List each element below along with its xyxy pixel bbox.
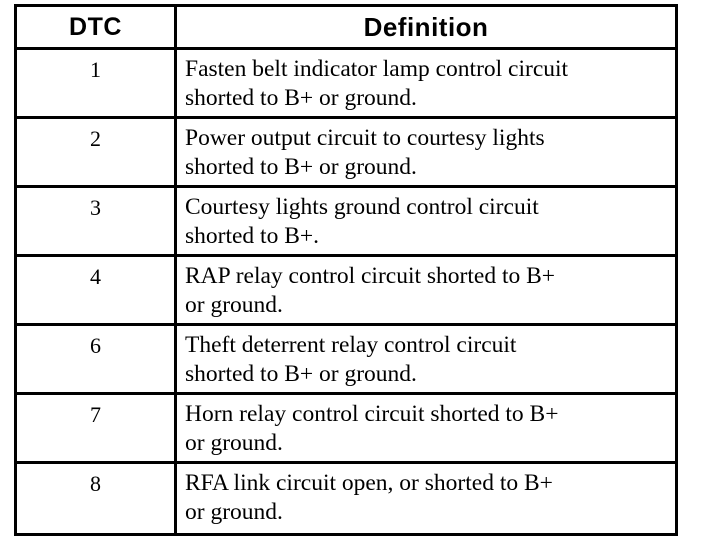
dtc-code-value: 1 <box>90 57 101 82</box>
dtc-definition-text: Courtesy lights ground control circuit s… <box>185 194 539 249</box>
table-body: 1 Fasten belt indicator lamp control cir… <box>14 47 678 536</box>
dtc-definition-cell: RAP relay control circuit shorted to B+ … <box>174 254 678 326</box>
dtc-definition-text: Power output circuit to courtesy lights … <box>185 125 545 180</box>
dtc-code-value: 8 <box>90 471 101 496</box>
dtc-definition-table: DTC Definition 1 Fasten belt indicator l… <box>14 4 678 536</box>
dtc-code-cell: 7 <box>14 392 177 464</box>
dtc-code-cell: 4 <box>14 254 177 326</box>
column-header-dtc-label: DTC <box>69 13 122 41</box>
dtc-definition-text: Fasten belt indicator lamp control circu… <box>185 56 569 111</box>
dtc-definition-text: RFA link circuit open, or shorted to B+ … <box>185 470 553 525</box>
table-header-row: DTC Definition <box>14 4 678 50</box>
dtc-code-cell: 2 <box>14 116 177 188</box>
dtc-definition-cell: RFA link circuit open, or shorted to B+ … <box>174 461 678 536</box>
table-row: 1 Fasten belt indicator lamp control cir… <box>14 47 678 119</box>
table-row: 2 Power output circuit to courtesy light… <box>14 116 678 188</box>
table-row: 4 RAP relay control circuit shorted to B… <box>14 254 678 326</box>
dtc-definition-cell: Horn relay control circuit shorted to B+… <box>174 392 678 464</box>
dtc-code-value: 2 <box>90 126 101 151</box>
dtc-code-value: 3 <box>90 195 101 220</box>
dtc-definition-text: Theft deterrent relay control circuit sh… <box>185 332 517 387</box>
table-row: 6 Theft deterrent relay control circuit … <box>14 323 678 395</box>
dtc-code-value: 4 <box>90 264 101 289</box>
dtc-code-value: 7 <box>90 402 101 427</box>
table-header: DTC Definition <box>14 4 678 50</box>
dtc-code-cell: 3 <box>14 185 177 257</box>
dtc-code-cell: 6 <box>14 323 177 395</box>
table-row: 3 Courtesy lights ground control circuit… <box>14 185 678 257</box>
dtc-definition-cell: Power output circuit to courtesy lights … <box>174 116 678 188</box>
table-row: 7 Horn relay control circuit shorted to … <box>14 392 678 464</box>
dtc-definition-text: RAP relay control circuit shorted to B+ … <box>185 263 556 318</box>
dtc-code-cell: 8 <box>14 461 177 536</box>
column-header-dtc: DTC <box>14 4 177 50</box>
dtc-definition-cell: Theft deterrent relay control circuit sh… <box>174 323 678 395</box>
dtc-code-cell: 1 <box>14 47 177 119</box>
column-header-definition: Definition <box>174 4 678 50</box>
dtc-definition-cell: Fasten belt indicator lamp control circu… <box>174 47 678 119</box>
dtc-definition-cell: Courtesy lights ground control circuit s… <box>174 185 678 257</box>
dtc-definition-text: Horn relay control circuit shorted to B+… <box>185 401 559 456</box>
table-row: 8 RFA link circuit open, or shorted to B… <box>14 461 678 536</box>
dtc-code-value: 6 <box>90 333 101 358</box>
column-header-definition-label: Definition <box>363 12 489 42</box>
